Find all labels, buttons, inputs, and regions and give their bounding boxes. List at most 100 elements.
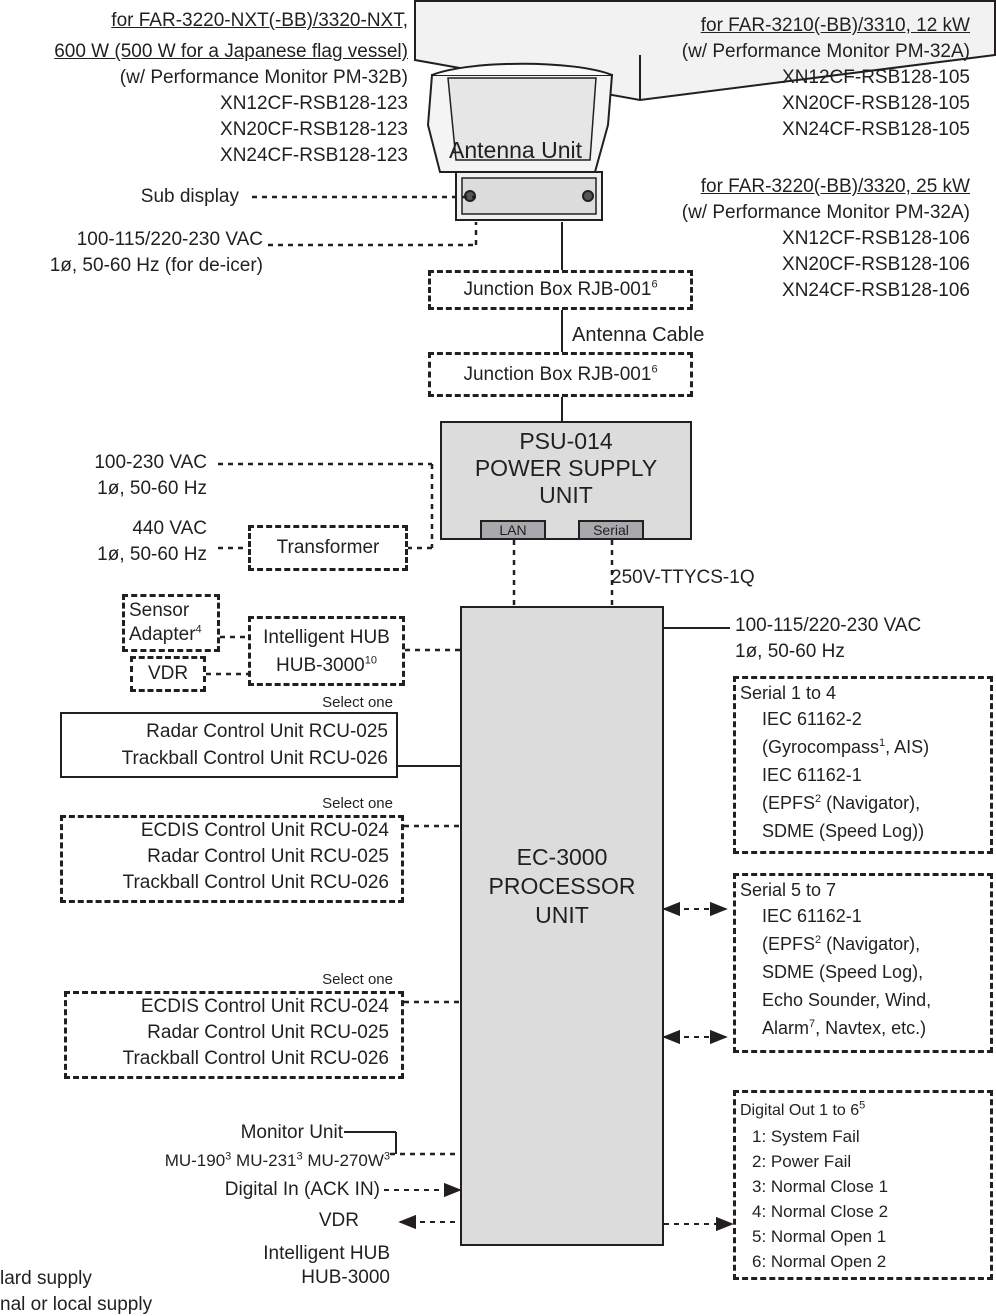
select-one-label-2: Select one [322,795,393,812]
junction-box-top: Junction Box RJB-0016 [428,270,693,310]
digital-out-item: 5: Normal Open 1 [752,1227,887,1246]
serial-1-4-line: SDME (Speed Log)) [762,821,925,841]
serial-1-4-line: IEC 61162-2 [762,709,862,729]
intelligent-hub-bottom-line-1: Intelligent HUB [263,1243,390,1264]
serial-1-4-line: (Gyrocompass [762,737,880,757]
psu-line-2: POWER SUPPLY [474,455,658,481]
deicer-power-line-1: 100-115/220-230 VAC [76,229,263,250]
footnote-ref: 6 [651,278,658,291]
serial-1-4-title: Serial 1 to 4 [740,683,837,703]
psu-power-1-line-1: 100-230 VAC [94,452,207,473]
psu-box: PSU-014 POWER SUPPLY UNIT [440,421,692,540]
serial-5-7-line: (Navigator), [821,934,921,954]
left-antenna-note: (w/ Performance Monitor PM-32B) [119,67,408,88]
digital-out-item: 2: Power Fail [752,1152,852,1171]
control-unit-item: Radar Control Unit RCU-025 [147,1022,389,1043]
left-antenna-model: XN20CF-RSB128-123 [220,119,408,140]
monitor-unit-label: Monitor Unit [240,1122,343,1143]
right-antenna-note-2: (w/ Performance Monitor PM-32A) [681,202,970,223]
right-antenna-note-1: (w/ Performance Monitor PM-32A) [681,41,970,62]
sensor-adapter-line-1: Sensor [129,600,190,621]
processor-power-line-2: 1ø, 50-60 Hz [735,641,845,662]
connection-lines [206,0,996,1232]
left-antenna-model: XN12CF-RSB128-123 [220,93,408,114]
digital-out-item: 4: Normal Close 2 [752,1202,889,1221]
control-unit-item: Trackball Control Unit RCU-026 [122,1048,389,1069]
cable-type-label: 250V-TTYCS-1Q [611,567,755,588]
footnote-ref: 10 [364,654,377,667]
right-antenna-model: XN12CF-RSB128-105 [782,67,970,88]
digital-out-item: 3: Normal Close 1 [752,1177,889,1196]
digital-out-title: Digital Out 1 to 6 [740,1102,860,1119]
digital-out-item: 1: System Fail [752,1127,860,1146]
right-antenna-model: XN20CF-RSB128-105 [782,93,970,114]
control-group-1-box: Radar Control Unit RCU-025 Trackball Con… [60,712,398,778]
footnote-ref: 3 [383,1150,390,1163]
right-antenna-model: XN12CF-RSB128-106 [782,228,970,249]
monitor-models: MU-1903 MU-2313 MU-270W3 [165,1150,390,1172]
intelligent-hub-bottom-line-2: HUB-3000 [301,1267,390,1288]
vdr-box: VDR [130,656,206,692]
left-antenna-model: XN24CF-RSB128-123 [220,145,408,166]
control-unit-item: Radar Control Unit RCU-025 [147,846,389,867]
psu-power-2-line-2: 1ø, 50-60 Hz [97,544,207,565]
serial-5-7-line: (EPFS [762,934,816,954]
footnote-ref: 1 [879,737,886,749]
serial-5-7-line: , Navtex, etc.) [815,1018,927,1038]
intelligent-hub-box: Intelligent HUB HUB-300010 [248,616,405,686]
serial-1-4-box: Serial 1 to 4 IEC 61162-2 (Gyrocompass1,… [733,676,993,854]
psu-line-1: PSU-014 [519,428,613,454]
serial-1-4-line: (Navigator), [821,793,921,813]
junction-box-label: Junction Box RJB-001 [463,279,652,300]
select-one-label-1: Select one [322,694,393,711]
right-antenna-title-1: for FAR-3210(-BB)/3310, 12 kW [700,15,970,36]
control-unit-item: Trackball Control Unit RCU-026 [122,872,389,893]
serial-1-4-line: (EPFS [762,793,816,813]
processor-line-3: UNIT [535,902,589,928]
serial-5-7-line: IEC 61162-1 [762,906,862,926]
control-unit-item: Radar Control Unit RCU-025 [146,721,388,742]
control-unit-item: ECDIS Control Unit RCU-024 [140,996,389,1017]
serial-5-7-line: Alarm [762,1018,810,1038]
monitor-model: MU-270W [307,1151,384,1170]
footnote-ref: 7 [809,1018,816,1030]
processor-power-line-1: 100-115/220-230 VAC [735,615,922,636]
processor-unit-box: EC-3000 PROCESSOR UNIT [460,606,664,1246]
sub-display-label: Sub display [140,186,239,207]
monitor-model: MU-190 [164,1151,226,1170]
serial-5-7-line: Echo Sounder, Wind, [762,990,932,1010]
processor-line-2: PROCESSOR [488,873,636,899]
right-antenna-model: XN24CF-RSB128-105 [782,119,970,140]
psu-power-2-line-1: 440 VAC [132,518,207,539]
sensor-adapter-box: Sensor Adapter4 [122,594,220,652]
right-antenna-model: XN20CF-RSB128-106 [782,254,970,275]
junction-box-label: Junction Box RJB-001 [463,363,652,385]
digital-out-box: Digital Out 1 to 65 1: System Fail 2: Po… [733,1090,993,1280]
digital-out-item: 6: Normal Open 2 [752,1252,887,1271]
control-group-2-box: ECDIS Control Unit RCU-024 Radar Control… [60,815,404,903]
deicer-power-line-2: 1ø, 50-60 Hz (for de-icer) [49,255,263,276]
processor-line-1: EC-3000 [516,844,608,870]
footnote-ref: 3 [296,1150,303,1163]
psu-line-3: UNIT [539,482,593,508]
legend-solid-label: lard supply [0,1268,92,1289]
psu-serial-port: Serial [578,520,644,540]
antenna-unit-label: Antenna Unit [449,137,582,163]
transformer-box: Transformer [248,525,408,571]
footnote-ref: 4 [195,623,202,636]
psu-lan-port: LAN [480,520,546,540]
serial-5-7-line: SDME (Speed Log), [762,962,924,982]
left-antenna-title-2: 600 W (500 W for a Japanese flag vessel) [54,41,408,62]
junction-box-bottom: Junction Box RJB-0016 [428,352,693,397]
footnote-ref: 6 [651,363,658,376]
vdr-output-label: VDR [318,1210,359,1231]
right-antenna-title-2: for FAR-3220(-BB)/3320, 25 kW [700,176,970,197]
control-group-3-box: ECDIS Control Unit RCU-024 Radar Control… [64,991,404,1079]
select-one-label-3: Select one [322,971,393,988]
control-unit-item: Trackball Control Unit RCU-026 [121,748,388,769]
serial-5-7-title: Serial 5 to 7 [740,880,837,900]
vdr-box-label: VDR [147,663,189,684]
legend-dashed-label: nal or local supply [0,1294,153,1315]
intelligent-hub-line-1: Intelligent HUB [263,627,390,648]
footnote-ref: 5 [859,1099,866,1112]
